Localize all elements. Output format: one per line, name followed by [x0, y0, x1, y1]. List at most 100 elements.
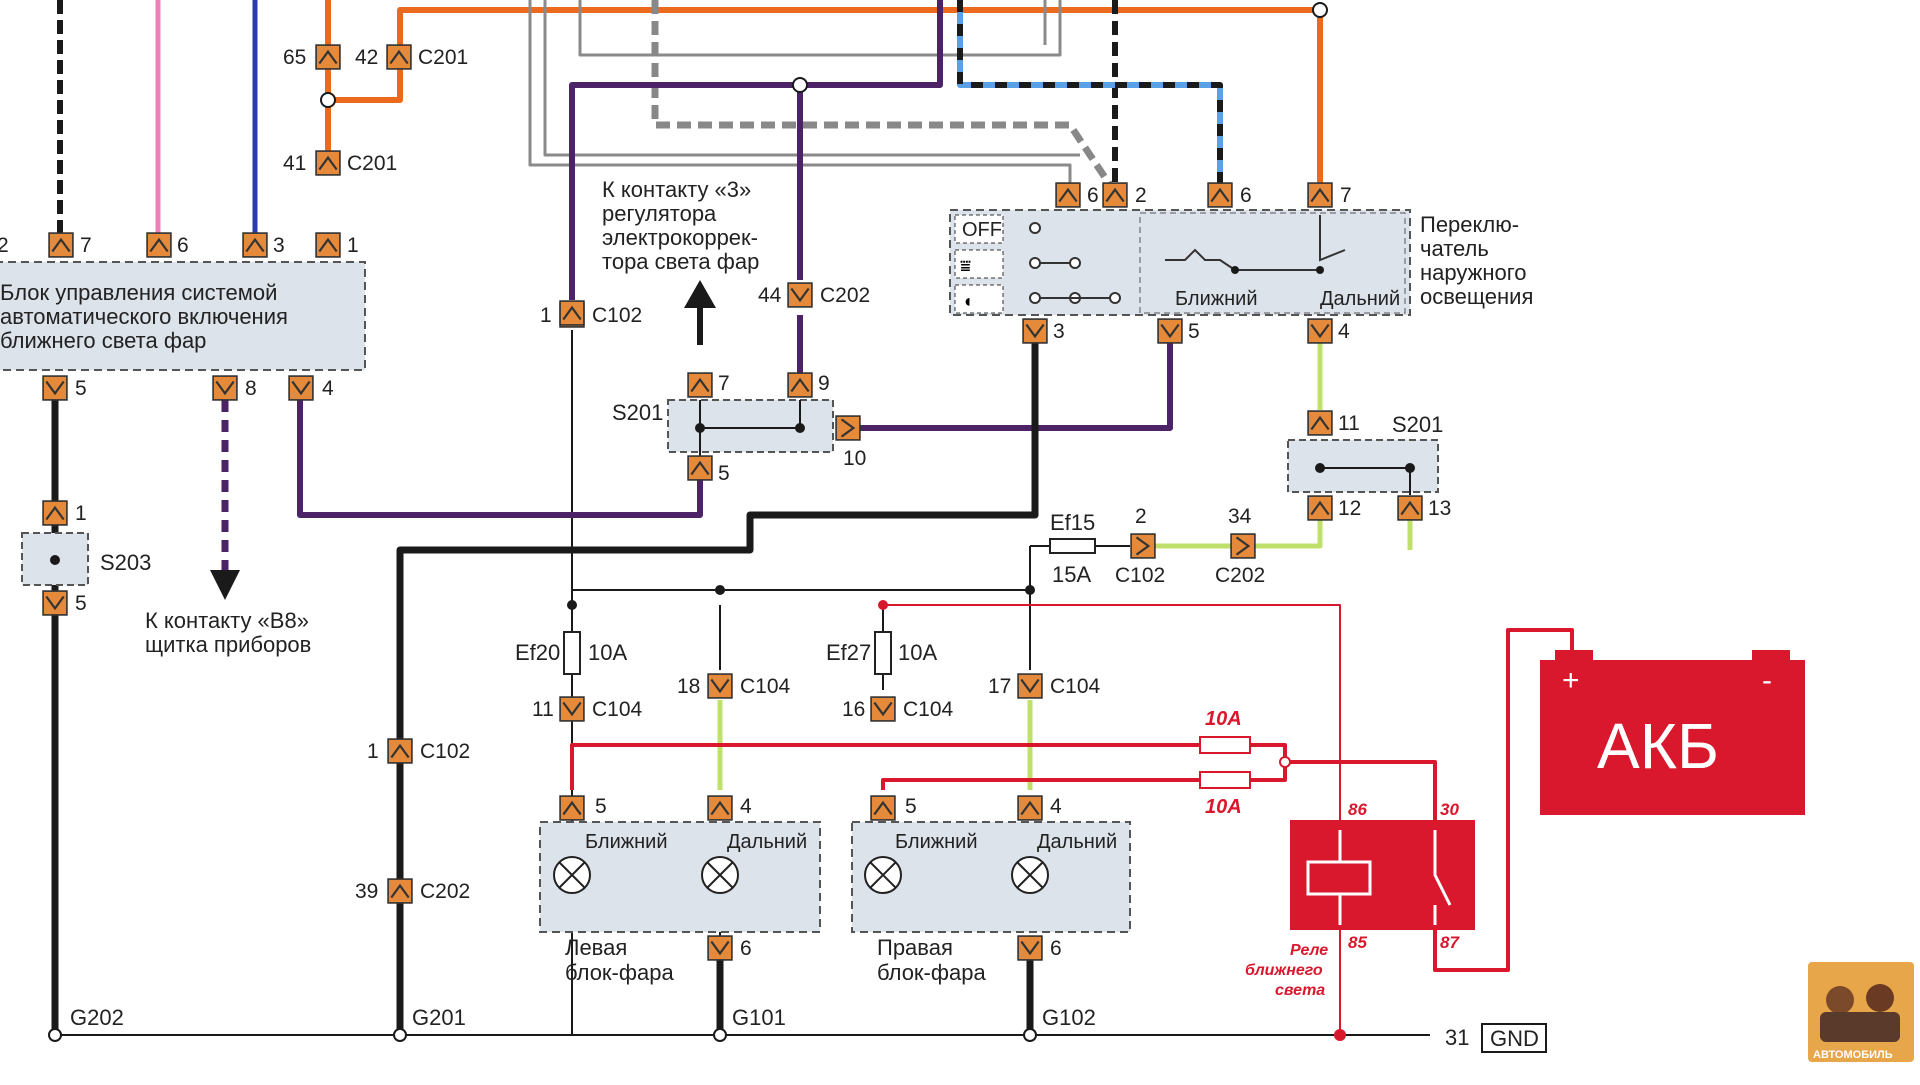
connector-pin	[1307, 318, 1333, 344]
pin-label: 5	[905, 795, 917, 818]
note-regulator-4: тора света фар	[602, 249, 759, 274]
connector-c201-label: C201	[418, 46, 468, 69]
connector-pin	[1307, 182, 1333, 208]
left-headlamp-label-2: блок-фара	[565, 960, 674, 985]
connector-pin	[559, 300, 585, 326]
pin-labels: 2 7 6 3 1 65 42 C201 41 C201 5 8 4 1 5 1…	[0, 46, 1451, 960]
pin-label: 1	[540, 304, 552, 327]
switch-contact	[1109, 292, 1121, 304]
added-fuse-2-rating: 10A	[1205, 796, 1242, 818]
splice-s201-label: S201	[612, 400, 663, 425]
pin-label: 2	[1135, 184, 1147, 207]
headlight-icon: ◖	[962, 291, 973, 311]
channel-logo-text: АВТОМОБИЛЬ	[1813, 1049, 1893, 1061]
connector-pin	[1017, 795, 1043, 821]
connector-pin	[315, 232, 341, 258]
connector-pin	[870, 795, 896, 821]
left-headlamp: Ближний Дальний Левая блок-фара	[539, 821, 821, 985]
lamp-icon	[864, 856, 902, 894]
left-headlamp-label-1: Левая	[565, 935, 627, 960]
junction-dots	[320, 2, 1346, 1041]
connector-c104-label: C104	[592, 698, 643, 721]
wire-red-low-left	[570, 743, 1200, 790]
pin-label: 5	[595, 795, 607, 818]
fuse-ef27: Ef27 10A	[826, 631, 937, 675]
switch-mode-high: Дальний	[1320, 288, 1400, 310]
pin-label: 18	[677, 675, 700, 698]
connector-c202-label: C202	[820, 284, 870, 307]
relay-name-1: Реле	[1290, 942, 1328, 959]
connector-pin	[146, 232, 172, 258]
connector-c202-label: C202	[1215, 564, 1265, 587]
connector-pin	[386, 44, 412, 70]
switch-contact	[1029, 292, 1041, 304]
fuse-ef15: Ef15 15A	[1049, 510, 1096, 587]
connector-pin	[1130, 533, 1156, 559]
splice-s203-label: S203	[100, 550, 151, 575]
relay-pin-30: 30	[1440, 800, 1459, 819]
connector-pin	[1207, 182, 1233, 208]
pin-label: 4	[1338, 320, 1350, 343]
gnd-label: GND	[1490, 1026, 1539, 1051]
pin-label: 8	[245, 377, 257, 400]
battery-label: АКБ	[1597, 710, 1719, 782]
pin-label: 2	[0, 234, 9, 257]
wire-black-switch	[396, 335, 1039, 1035]
relay-name-3: света	[1275, 982, 1325, 999]
connector-pin	[1017, 673, 1043, 699]
pin-label: 7	[80, 234, 92, 257]
note-regulator-2: регулятора	[602, 201, 717, 226]
connector-pin	[687, 372, 713, 398]
connector-c104-label: C104	[1050, 675, 1101, 698]
wire-orange-top	[325, 0, 1323, 185]
relay-pin-85: 85	[1348, 933, 1367, 952]
pin-label: 4	[322, 377, 334, 400]
auto-light-unit: Блок управления системой автоматического…	[0, 261, 366, 371]
relay-pin-87: 87	[1440, 933, 1460, 952]
pin-label: 7	[718, 372, 730, 395]
light-switch-label-2: чатель	[1420, 236, 1489, 261]
connector-pin	[1397, 495, 1423, 521]
pin-label: 1	[367, 740, 379, 763]
connector-pin	[288, 375, 314, 401]
connector-pin	[1022, 318, 1048, 344]
splice-s203: S203	[21, 532, 151, 586]
ground-g102: G102	[1042, 1005, 1096, 1030]
fuse-ef20: Ef20 10A	[515, 631, 627, 675]
arrow-to-regulator	[684, 280, 716, 345]
pin-label: 16	[842, 698, 865, 721]
pin-label: 5	[1188, 320, 1200, 343]
light-switch-label-3: наружного	[1420, 260, 1527, 285]
added-fuse-2: 10A	[1199, 771, 1251, 818]
added-fuse-1-rating: 10A	[1205, 708, 1242, 730]
fuse-ef27-rating: 10A	[898, 640, 937, 665]
connector-pin	[707, 935, 733, 961]
connector-pin	[870, 696, 896, 722]
fuse-ef15-label: Ef15	[1050, 510, 1095, 535]
switch-mode-low: Ближний	[1175, 288, 1258, 310]
ground-points: G202 G201 G101 G102 31 GND	[48, 1005, 1547, 1053]
parking-light-icon: ⩸	[960, 256, 971, 276]
note-regulator-3: электрокоррек-	[602, 225, 758, 250]
connector-pin	[1157, 318, 1183, 344]
pin-label: 6	[177, 234, 189, 257]
right-headlamp: Ближний Дальний Правая блок-фара	[851, 821, 1131, 985]
connector-pin	[1017, 935, 1043, 961]
connector-pin	[1307, 495, 1333, 521]
pin-label: 6	[1087, 184, 1099, 207]
pin-label: 39	[355, 880, 378, 903]
connector-pin	[1307, 410, 1333, 436]
pin-label: 5	[718, 462, 730, 485]
switch-contact	[1069, 257, 1081, 269]
connector-pin	[787, 372, 813, 398]
pin-label: 12	[1338, 497, 1361, 520]
pin-label: 5	[75, 592, 87, 615]
auto-light-unit-line-3: ближнего света фар	[0, 328, 206, 353]
pin-label: 3	[273, 234, 285, 257]
arrow-to-dashboard	[210, 570, 240, 600]
pin-label: 65	[283, 46, 306, 69]
connector-pin	[1055, 182, 1081, 208]
ground-g201: G201	[412, 1005, 466, 1030]
pin-label: 2	[1135, 505, 1147, 528]
connector-pin	[1102, 182, 1128, 208]
